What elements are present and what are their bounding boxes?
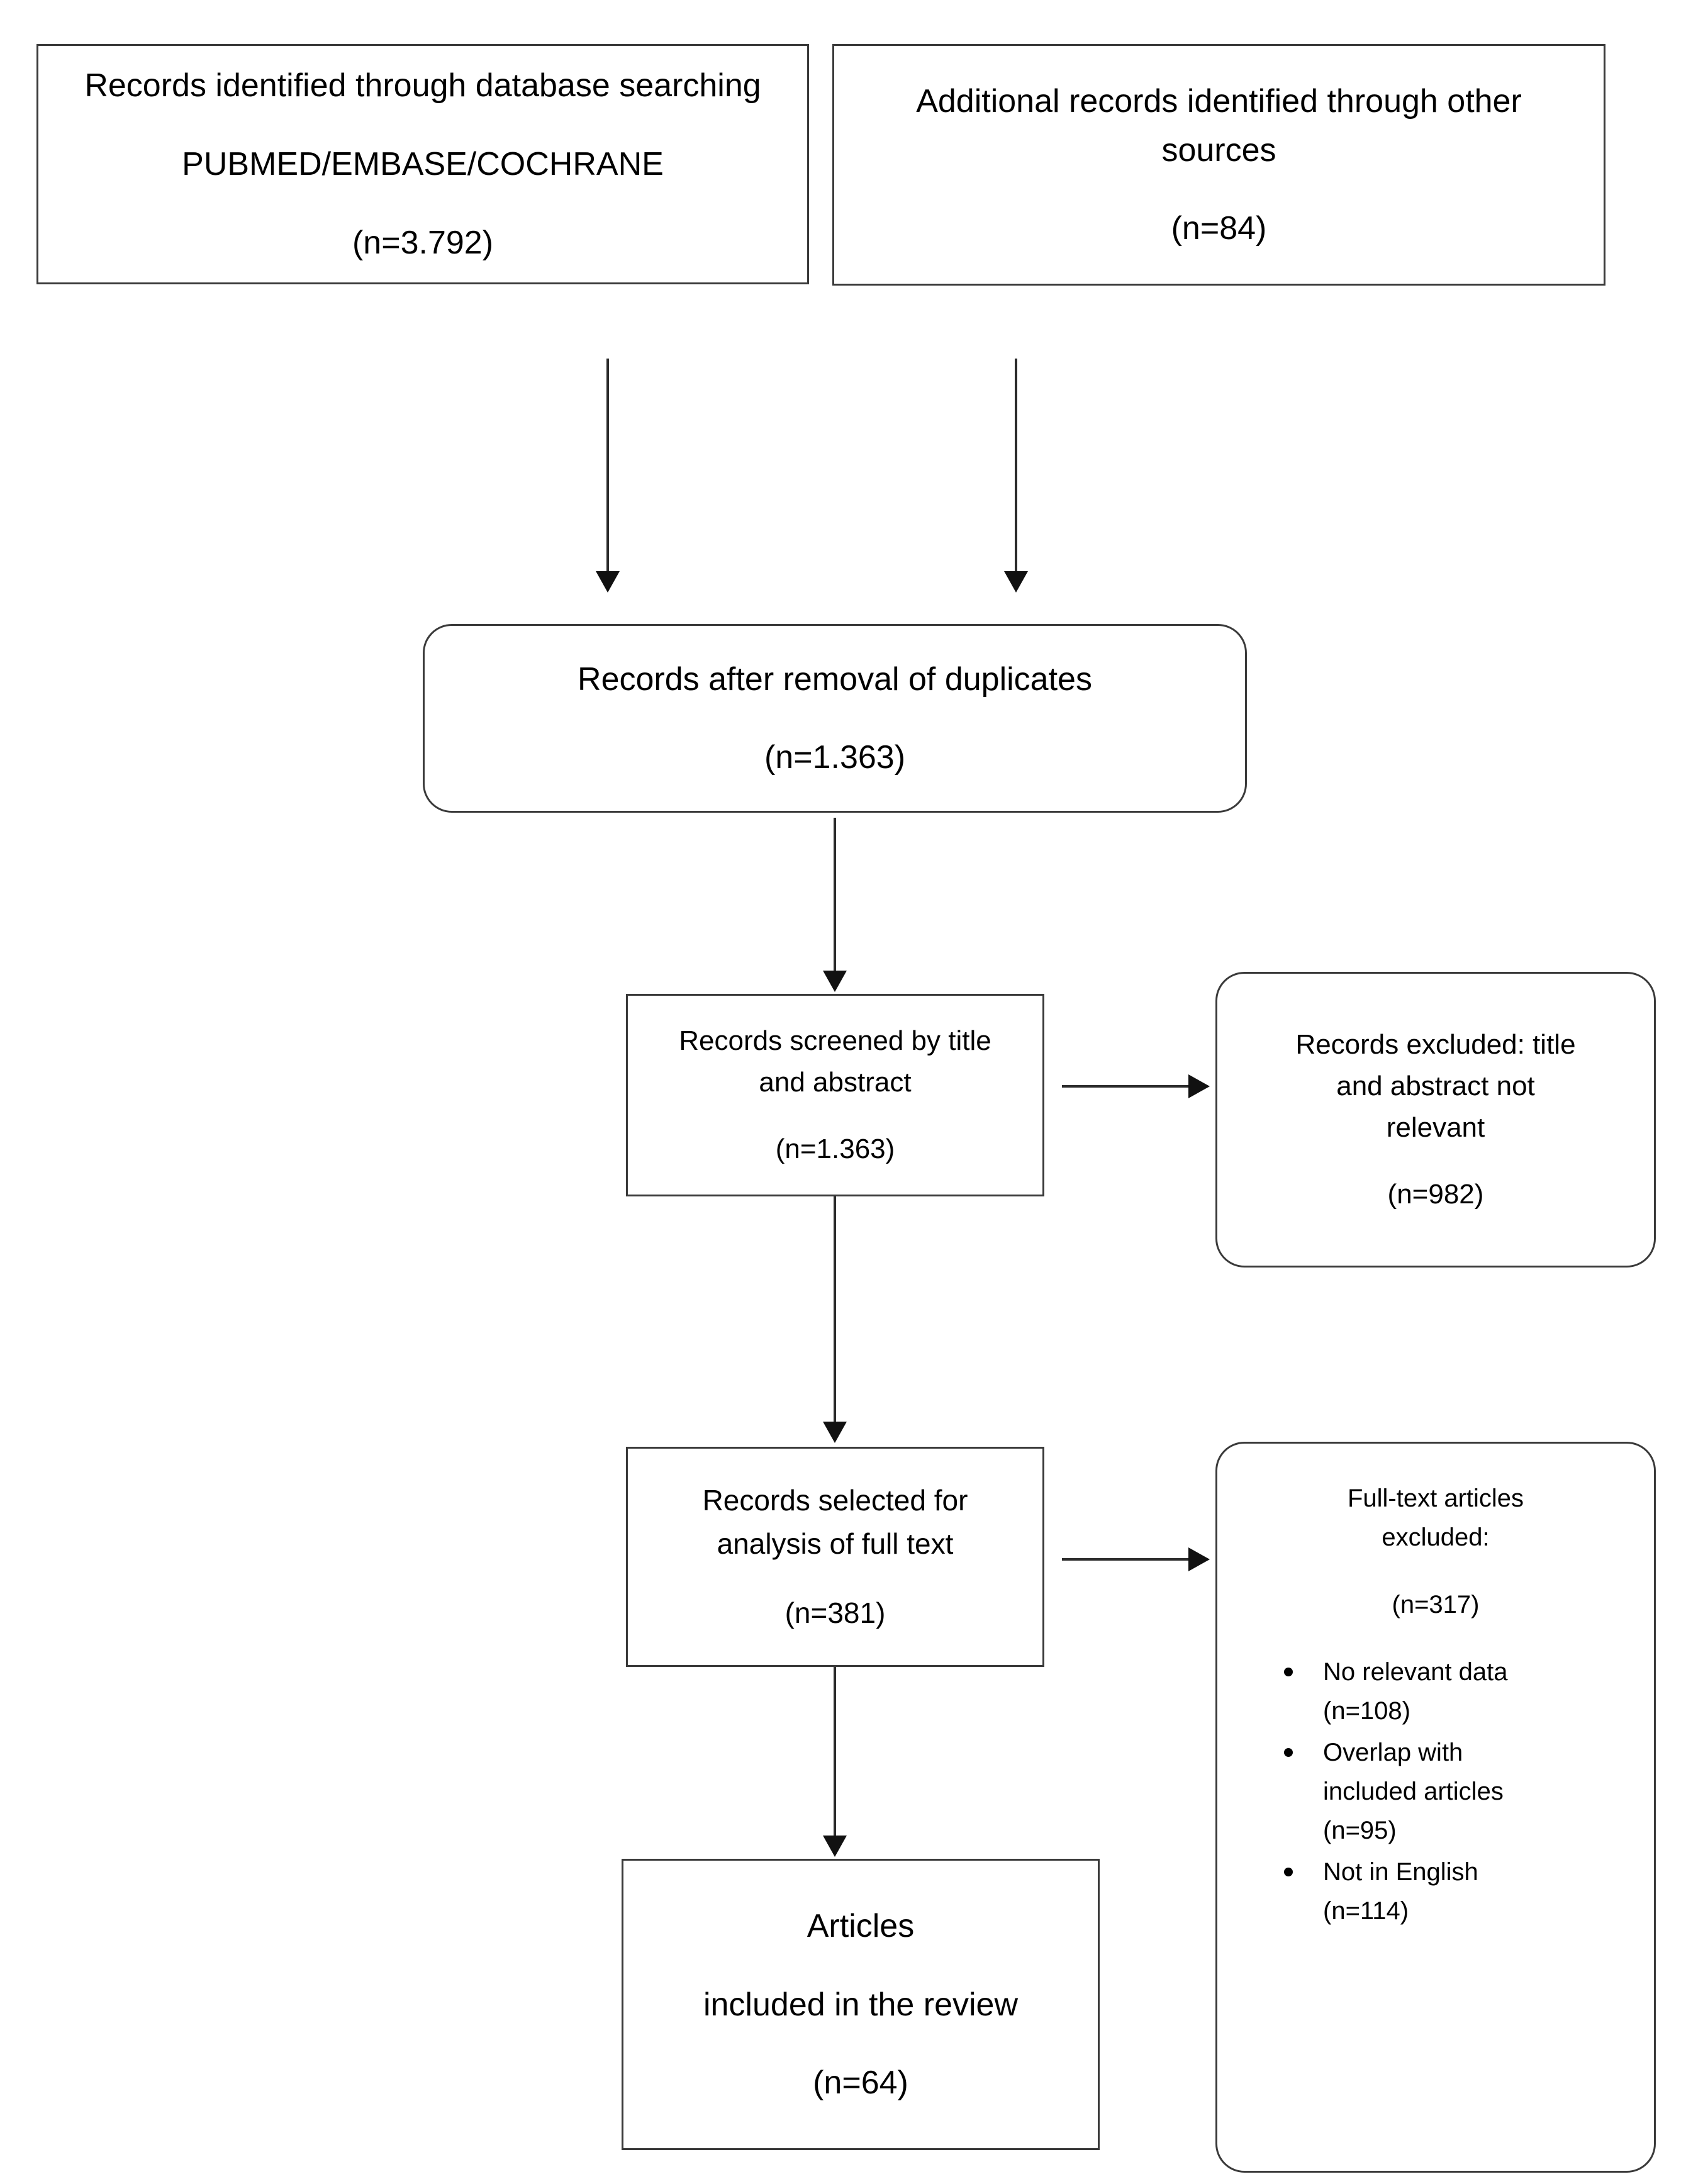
node-db-line2: PUBMED/EMBASE/COCHRANE [182,146,664,182]
connector-selected-to-included-line [834,1667,836,1837]
connector-screened-to-selected-line [834,1196,836,1423]
node-included-line1: Articles [807,1907,915,1944]
node-fulltext-articles-excluded: Full-text articles excluded: (n=317) No … [1215,1442,1656,2173]
node-excl2-count: (n=317) [1392,1591,1480,1618]
node-screened-count: (n=1.363) [775,1133,895,1164]
node-other-line1: Additional records identified through ot… [916,82,1522,120]
node-excl2-line2: excluded: [1382,1524,1490,1551]
node-screened-line1: Records screened by title [679,1025,991,1057]
node-excl2-reason-list: No relevant data (n=108) Overlap with in… [1217,1652,1549,1933]
node-other-line2: sources [1161,131,1276,169]
connector-screened-to-excluded-line [1062,1085,1191,1088]
connector-other-to-duplicates-line [1015,359,1017,572]
list-item: Not in English (n=114) [1284,1852,1549,1930]
node-dup-count: (n=1.363) [764,739,906,776]
connector-screened-to-selected-arrowhead [823,1422,847,1443]
node-articles-included: Articles included in the review (n=64) [622,1859,1100,2150]
node-excl1-line2: and abstract not [1336,1071,1535,1102]
connector-duplicates-to-screened-arrowhead [823,971,847,992]
connector-screened-to-excluded-arrowhead [1188,1074,1210,1098]
node-records-excluded-title-abstract: Records excluded: title and abstract not… [1215,972,1656,1268]
connector-selected-to-excluded-arrowhead [1188,1547,1210,1571]
connector-db-to-duplicates-arrowhead [596,571,620,593]
connector-duplicates-to-screened-line [834,818,836,972]
node-excl1-line1: Records excluded: title [1295,1029,1576,1061]
list-item: Overlap with included articles (n=95) [1284,1733,1549,1850]
node-excl2-line1: Full-text articles [1347,1485,1524,1512]
node-excl1-line3: relevant [1386,1112,1485,1144]
node-records-screened: Records screened by title and abstract (… [626,994,1044,1196]
node-db-count: (n=3.792) [352,224,494,261]
node-records-after-duplicates: Records after removal of duplicates (n=1… [423,624,1247,813]
node-screened-line2: and abstract [759,1067,912,1098]
node-additional-records-other-sources: Additional records identified through ot… [832,44,1605,286]
node-selected-line1: Records selected for [702,1483,968,1517]
connector-other-to-duplicates-arrowhead [1004,571,1028,593]
node-excl2-heading: Full-text articles excluded: [1217,1479,1654,1557]
node-db-line1: Records identified through database sear… [84,67,761,104]
node-records-identified-database: Records identified through database sear… [36,44,809,284]
connector-selected-to-excluded-line [1062,1558,1191,1561]
node-other-count: (n=84) [1171,210,1267,247]
connector-db-to-duplicates-line [606,359,609,572]
node-records-selected-fulltext: Records selected for analysis of full te… [626,1447,1044,1667]
node-dup-line1: Records after removal of duplicates [578,660,1092,698]
node-selected-line2: analysis of full text [717,1527,954,1560]
node-excl1-count: (n=982) [1387,1178,1484,1210]
node-included-count: (n=64) [813,2064,908,2102]
list-item: No relevant data (n=108) [1284,1652,1549,1730]
connector-selected-to-included-arrowhead [823,1836,847,1857]
node-selected-count: (n=381) [784,1596,886,1630]
node-included-line2: included in the review [703,1986,1019,2023]
